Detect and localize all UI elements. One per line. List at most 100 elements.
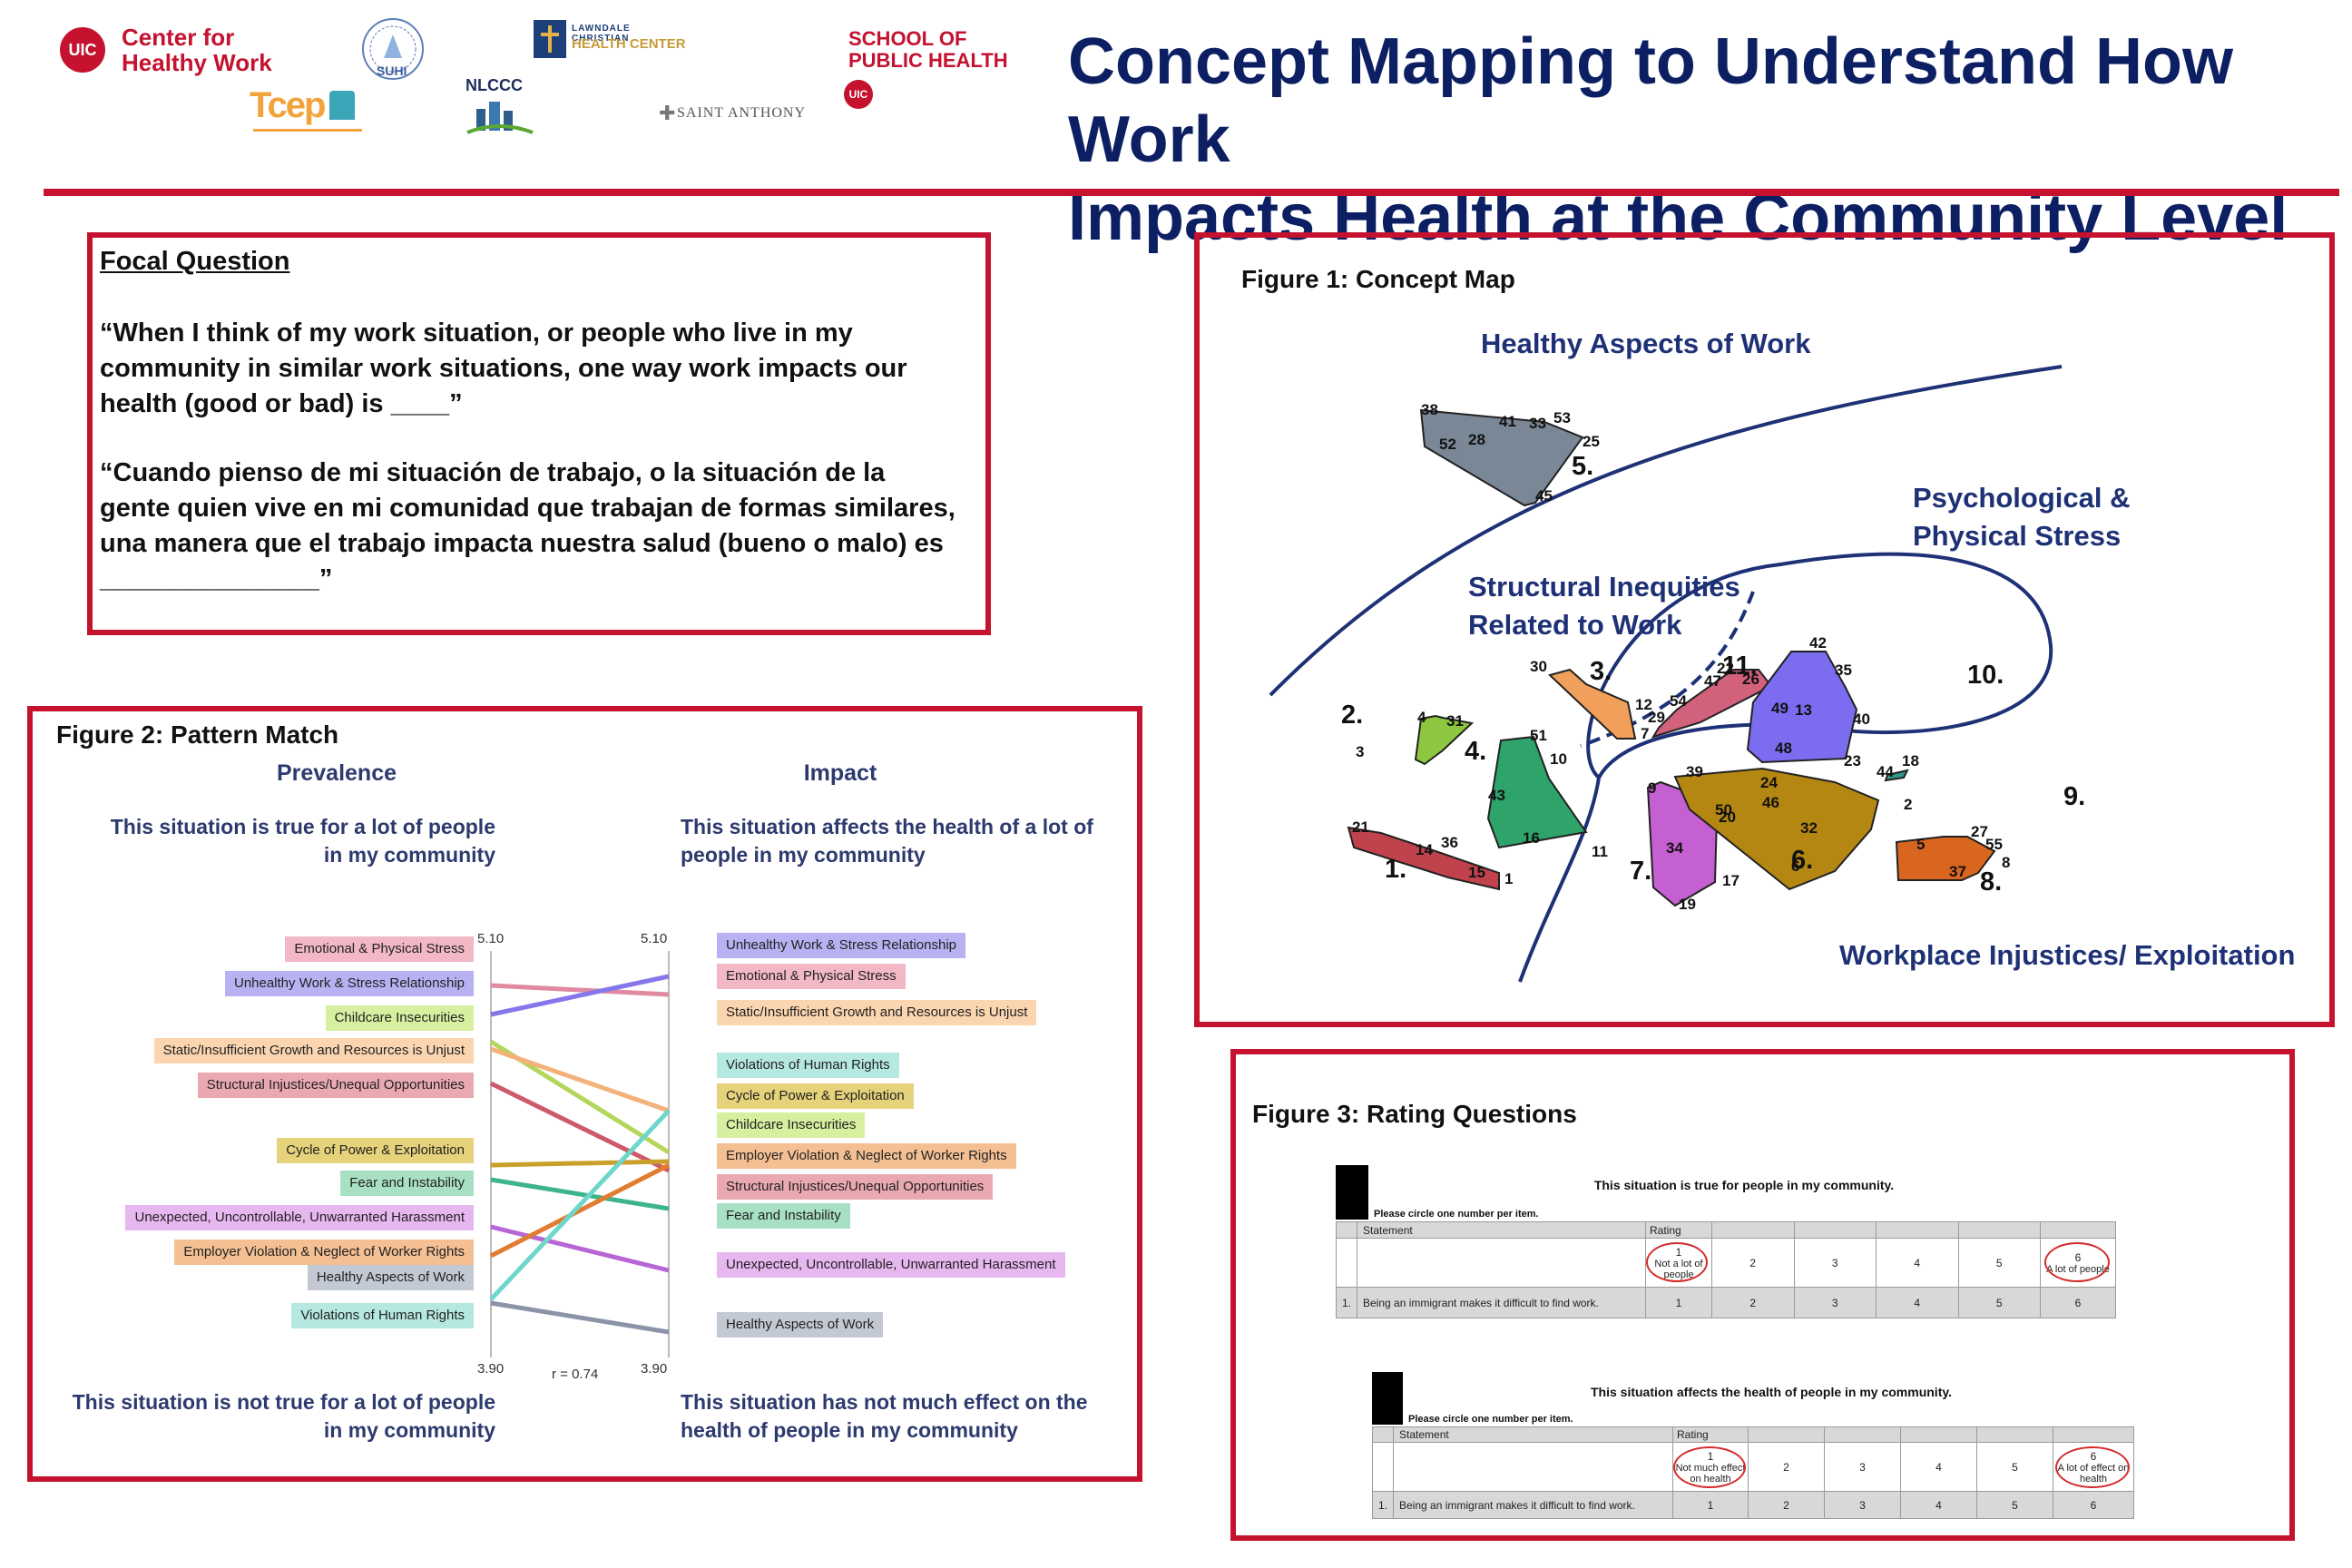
- tcep-text: Tcep: [250, 85, 326, 125]
- axis-left-max: 5.10: [477, 931, 505, 946]
- table1-rating-3[interactable]: 3: [1793, 1238, 1877, 1288]
- svg-text:21: 21: [1352, 818, 1369, 836]
- table1-row-rating-5[interactable]: 5: [1957, 1287, 2041, 1318]
- label-psychological-line2: Physical Stress: [1913, 520, 2122, 552]
- table1-rating-4[interactable]: 4: [1876, 1238, 1959, 1288]
- table2-row-text: Being an immigrant makes it difficult to…: [1393, 1491, 1673, 1519]
- svg-text:32: 32: [1800, 819, 1818, 837]
- prevalence-heading: Prevalence: [276, 760, 397, 786]
- impact-label-item: Employer Violation & Neglect of Worker R…: [717, 1143, 1016, 1169]
- svg-text:5: 5: [1916, 836, 1925, 853]
- figure3-caption: Figure 3: Rating Questions: [1252, 1100, 1577, 1128]
- table1-grid: Statement Rating 1 Not a lot of people 2…: [1336, 1221, 2116, 1318]
- table1-black-tab: [1336, 1165, 1368, 1220]
- table2-rating-4[interactable]: 4: [1900, 1442, 1977, 1492]
- svg-text:47: 47: [1704, 672, 1721, 690]
- table2-low-anchor: 1 Not much effect on health: [1672, 1442, 1749, 1492]
- svg-text:2: 2: [1904, 796, 1912, 813]
- label-psychological-line1: Psychological &: [1913, 482, 2131, 514]
- svg-text:53: 53: [1553, 409, 1571, 426]
- svg-text:23: 23: [1844, 752, 1861, 769]
- svg-text:20: 20: [1719, 808, 1736, 826]
- svg-text:9: 9: [1648, 779, 1656, 797]
- table1-row-rating-3[interactable]: 3: [1793, 1287, 1877, 1318]
- table2-row-rating-4[interactable]: 4: [1900, 1491, 1977, 1519]
- prevalence-bottom-line1: This situation is not true for a lot of …: [72, 1390, 495, 1414]
- table1-rating-1[interactable]: 1: [1645, 1287, 1712, 1318]
- table2-rating-2[interactable]: 2: [1748, 1442, 1825, 1492]
- line-structural-injustices: [489, 1081, 671, 1173]
- prevalence-label-item: Fear and Instability: [340, 1171, 474, 1196]
- chw-line2: Healthy Work: [122, 49, 272, 76]
- impact-bottom-line2: health of people in my community: [681, 1418, 1018, 1442]
- prevalence-label-item: Childcare Insecurities: [325, 1005, 474, 1031]
- svg-text:30: 30: [1530, 658, 1547, 675]
- line-harassment: [490, 1224, 670, 1273]
- svg-text:1: 1: [1504, 870, 1513, 887]
- svg-text:31: 31: [1446, 712, 1464, 730]
- svg-text:40: 40: [1853, 710, 1870, 728]
- rating-table-1: This situation is true for people in my …: [1336, 1165, 2116, 1343]
- svg-text:54: 54: [1670, 692, 1687, 710]
- table1-rating-5[interactable]: 5: [1957, 1238, 2041, 1288]
- table1-row-rating-6[interactable]: 6: [2040, 1287, 2116, 1318]
- svg-text:42: 42: [1809, 634, 1827, 652]
- impact-label-item: Childcare Insecurities: [717, 1112, 866, 1138]
- svg-text:37: 37: [1949, 863, 1966, 880]
- table1-rating-2[interactable]: 2: [1711, 1238, 1795, 1288]
- svg-text:48: 48: [1775, 740, 1792, 757]
- cluster-11-polygon: [1651, 669, 1773, 739]
- svg-text:22: 22: [1717, 660, 1734, 677]
- cluster-11-label: 11.: [1722, 652, 1758, 681]
- concept-point-numbers: 38 41 52 28 33 53 25 45 4 31 3 30 12 7 5…: [1352, 401, 2010, 913]
- svg-text:29: 29: [1648, 709, 1665, 726]
- svg-text:55: 55: [1985, 836, 2003, 853]
- logo-nlccc: NLCCC: [449, 76, 549, 149]
- svg-text:45: 45: [1535, 487, 1553, 505]
- svg-text:28: 28: [1468, 431, 1485, 448]
- table2-grid: Statement Rating 1 Not much effect on he…: [1372, 1426, 2134, 1519]
- svg-text:51: 51: [1530, 727, 1547, 744]
- svg-text:43: 43: [1488, 787, 1505, 804]
- line-emotional-physical-stress: [490, 983, 670, 997]
- table2-high-anchor: 6 A lot of effect on health: [2053, 1442, 2134, 1492]
- table2-high-circle: [2055, 1446, 2130, 1488]
- svg-text:6: 6: [1791, 858, 1799, 875]
- focal-question-spanish: “Cuando pienso de mi situación de trabaj…: [100, 458, 956, 593]
- cluster-8-polygon: [1895, 836, 1996, 881]
- page-title: Concept Mapping to Understand How Work I…: [1068, 23, 2329, 257]
- table2-instruction: Please circle one number per item.: [1408, 1414, 1573, 1425]
- prevalence-top-text: This situation is true for a lot of peop…: [51, 813, 495, 869]
- svg-text:33: 33: [1529, 415, 1546, 432]
- impact-bottom-text: This situation has not much effect on th…: [681, 1388, 1116, 1445]
- impact-label-item: Unexpected, Uncontrollable, Unwarranted …: [717, 1252, 1065, 1278]
- lawndale-cross-icon: [534, 20, 566, 58]
- prevalence-bottom-text: This situation is not true for a lot of …: [42, 1388, 495, 1445]
- table1-row-rating-4[interactable]: 4: [1876, 1287, 1959, 1318]
- table2-row-rating-3[interactable]: 3: [1824, 1491, 1901, 1519]
- label-structural-line2: Related to Work: [1468, 609, 1682, 641]
- table2-row-rating-6[interactable]: 6: [2053, 1491, 2134, 1519]
- table2-rating-1[interactable]: 1: [1672, 1491, 1749, 1519]
- line-human-rights: [489, 1109, 671, 1301]
- chw-line1: Center for: [122, 24, 235, 51]
- table2-col-statement: Statement: [1393, 1426, 1673, 1443]
- table2-rating-3[interactable]: 3: [1824, 1442, 1901, 1492]
- axis-right-min: 3.90: [641, 1361, 668, 1377]
- prevalence-top-line2: in my community: [323, 843, 495, 867]
- table2-low-circle: [1673, 1446, 1746, 1488]
- table1-low-anchor: 1 Not a lot of people: [1645, 1238, 1712, 1288]
- line-healthy-aspects: [490, 1300, 670, 1335]
- table2-row-rating-5[interactable]: 5: [1976, 1491, 2053, 1519]
- table2-rating-5[interactable]: 5: [1976, 1442, 2053, 1492]
- cluster-3-label: 3.: [1590, 657, 1612, 686]
- prevalence-bottom-line2: in my community: [323, 1418, 495, 1442]
- table2-row-rating-2[interactable]: 2: [1748, 1491, 1825, 1519]
- impact-label-item: Cycle of Power & Exploitation: [717, 1083, 914, 1109]
- impact-top-line1: This situation affects the health of a l…: [681, 815, 1093, 838]
- cluster-6-label: 6.: [1791, 846, 1814, 875]
- table2-col-rating: Rating: [1672, 1426, 1749, 1443]
- line-static-growth: [490, 1046, 670, 1113]
- table1-row-rating-2[interactable]: 2: [1711, 1287, 1795, 1318]
- cluster-2-polygon: [1414, 714, 1475, 766]
